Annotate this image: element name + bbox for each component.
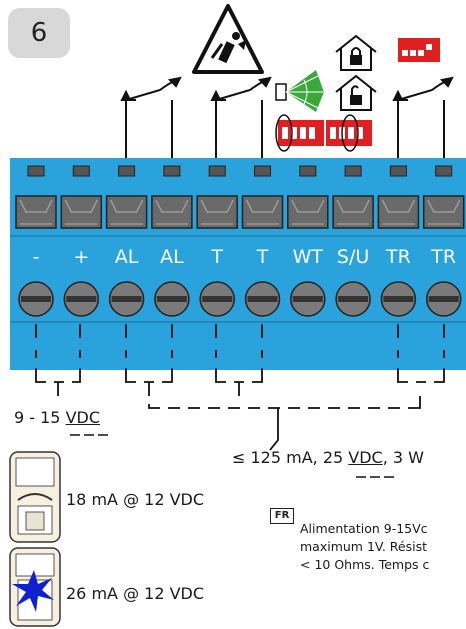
relay-contact-tamper bbox=[210, 76, 272, 160]
supply-unit: VDC bbox=[65, 408, 101, 427]
terminal-clamp-detail bbox=[19, 199, 53, 225]
terminal-label: TR bbox=[385, 246, 411, 268]
sensor-range-icon bbox=[275, 70, 324, 112]
detector-alarm-current: 26 mA @ 12 VDC bbox=[66, 584, 205, 603]
terminal-clamp-detail bbox=[109, 199, 144, 225]
warning-triangle-icon bbox=[192, 4, 264, 74]
terminal-blocks bbox=[15, 165, 465, 317]
terminal-clamp-detail bbox=[381, 199, 416, 225]
terminal-clamp-detail bbox=[155, 199, 189, 225]
terminal-clamp-detail bbox=[336, 199, 370, 225]
terminal-screw-slot bbox=[202, 296, 233, 302]
step-number-badge: 6 bbox=[8, 8, 70, 58]
detector-alarm-icon bbox=[9, 547, 61, 627]
terminal-label: S/U bbox=[336, 246, 370, 268]
relay-rating-unit: VDC bbox=[348, 448, 383, 467]
terminal-screw-slot bbox=[247, 296, 278, 302]
french-note-line: < 10 Ohms. Temps c bbox=[300, 557, 430, 572]
relay-contact-alarm bbox=[120, 76, 182, 160]
french-language-tag: FR bbox=[270, 508, 294, 524]
terminal-screw-slot bbox=[292, 296, 323, 302]
terminal-clamp-detail bbox=[200, 199, 234, 225]
terminal-tab bbox=[27, 165, 45, 177]
terminal-label: AL bbox=[160, 246, 184, 268]
dip-switch-pair bbox=[275, 114, 372, 152]
terminal-label: WT bbox=[292, 246, 323, 268]
terminal-screw-slot bbox=[21, 296, 51, 302]
terminal-screw-slot bbox=[428, 296, 459, 302]
terminal-clamp-detail bbox=[245, 199, 280, 225]
supply-voltage-label: 9 - 15 VDC bbox=[14, 408, 100, 427]
terminal-screw-slot bbox=[66, 296, 97, 302]
terminal-clamp-detail bbox=[291, 199, 325, 225]
detector-standby-current: 18 mA @ 12 VDC bbox=[66, 490, 205, 509]
terminal-clamp bbox=[332, 195, 374, 229]
terminal-clamp-detail bbox=[64, 199, 98, 225]
relay-dc-symbol bbox=[356, 476, 394, 478]
lock-closed-house-icon bbox=[335, 34, 377, 71]
terminal-tab bbox=[254, 165, 271, 177]
terminal-screw-slot bbox=[383, 296, 414, 302]
french-note-line: Alimentation 9-15Vc bbox=[300, 521, 428, 536]
terminal-label: - bbox=[32, 246, 40, 268]
lock-open-house-icon bbox=[335, 74, 377, 111]
terminal-screw-slot bbox=[338, 296, 369, 302]
french-note-line: maximum 1V. Résist bbox=[300, 539, 428, 554]
french-note: Alimentation 9-15Vc maximum 1V. Résist <… bbox=[300, 520, 466, 574]
terminal-label: TR bbox=[431, 246, 457, 268]
terminal-tab bbox=[435, 165, 453, 177]
dip-switch-icon bbox=[398, 38, 440, 62]
relay-rating-label: ≤ 125 mA, 25 VDC, 3 W bbox=[232, 448, 424, 467]
relay-contact-trouble bbox=[392, 76, 454, 160]
terminal-screw-slot bbox=[156, 296, 187, 302]
terminal-screw-slot bbox=[111, 296, 142, 302]
terminal-label: T bbox=[211, 246, 223, 268]
supply-range-text: 9 - 15 bbox=[14, 408, 66, 427]
detector-standby-icon bbox=[9, 451, 61, 543]
terminal-label: + bbox=[73, 246, 90, 268]
terminal-tab bbox=[118, 165, 136, 177]
terminal-label: AL bbox=[114, 246, 139, 268]
wiring-lines bbox=[35, 324, 445, 451]
relay-rating-suffix: , 3 W bbox=[382, 448, 424, 467]
relay-rating-prefix: ≤ 125 mA, 25 bbox=[232, 448, 349, 467]
supply-dc-symbol bbox=[70, 434, 108, 436]
terminal-tab bbox=[389, 165, 407, 177]
terminal-clamp-detail bbox=[427, 199, 461, 225]
terminal-tab bbox=[344, 165, 362, 177]
terminal-tab bbox=[163, 165, 181, 177]
terminal-tab bbox=[299, 165, 317, 177]
terminal-tab bbox=[72, 165, 90, 177]
terminal-board bbox=[10, 158, 466, 370]
terminal-clamp bbox=[60, 195, 103, 229]
terminal-label: T bbox=[256, 246, 269, 268]
terminal-tab bbox=[208, 165, 226, 177]
